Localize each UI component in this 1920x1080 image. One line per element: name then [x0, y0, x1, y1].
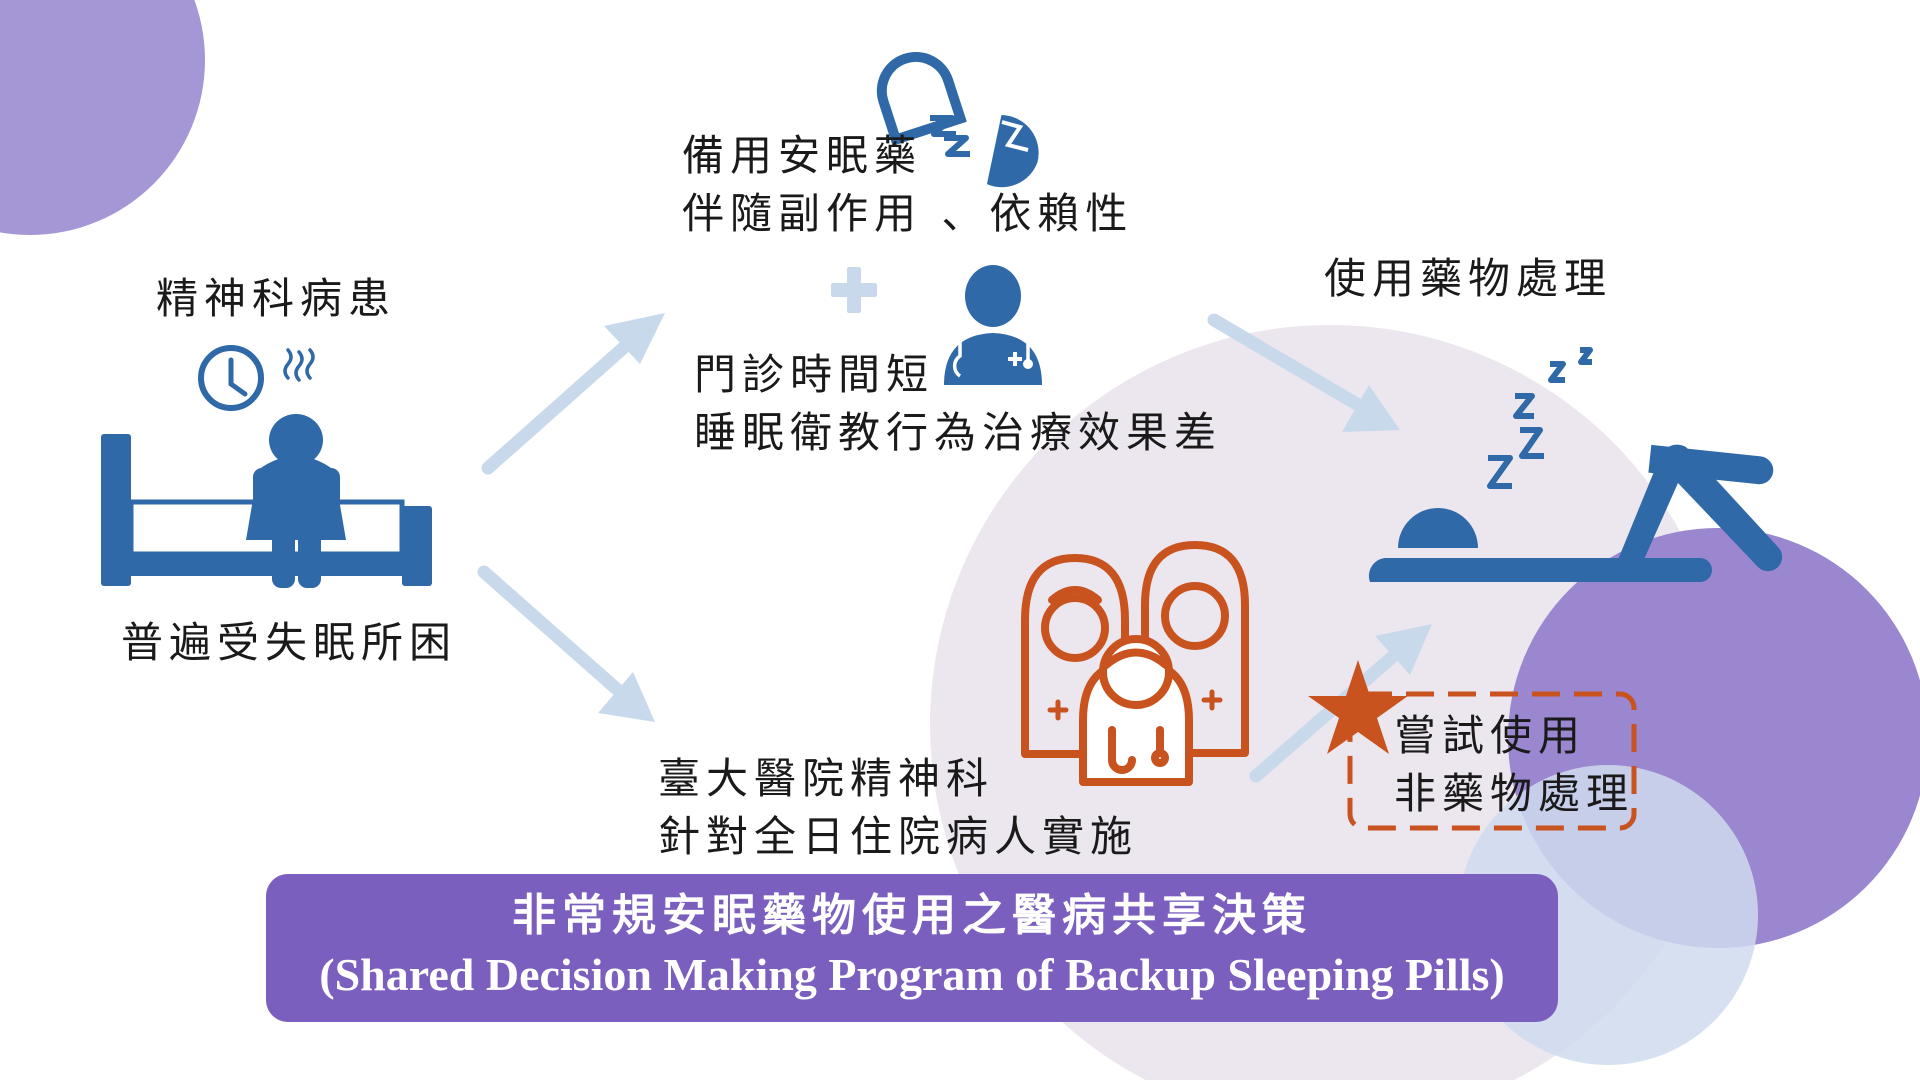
patient-subtitle: 普遍受失眠所困 [121, 618, 458, 667]
program-banner: 非常規安眠藥物使用之醫病共享決策 (Shared Decision Making… [266, 874, 1558, 1022]
top-branch-line3: 門診時間短 [694, 350, 935, 399]
top-branch-line2: 伴隨副作用 、依賴性 [682, 189, 1134, 238]
banner-title-en: (Shared Decision Making Program of Backu… [319, 949, 1505, 1000]
result-title: 使用藥物處理 [1324, 254, 1613, 303]
top-left-purple-circle [0, 0, 205, 235]
snore-zzz-icon [1487, 347, 1593, 489]
steam-icon [283, 348, 315, 382]
bottom-branch-line1: 臺大醫院精神科 [658, 754, 995, 803]
clock-icon [198, 345, 264, 411]
plus-icon [831, 267, 877, 313]
bottom-branch-line2: 針對全日住院病人實施 [658, 812, 1139, 861]
sleeping-person-icon [1368, 444, 1783, 582]
top-branch-line1: 備用安眠藥 [682, 131, 923, 180]
arrow-patient-to-bottom [477, 565, 627, 699]
arrow-bottom-to-result [1249, 645, 1405, 783]
sleeping-pill-icon [876, 51, 1039, 188]
patient-on-bed-icon [101, 414, 432, 588]
arrow-patient-to-top [481, 335, 637, 475]
star-icon [1308, 660, 1408, 754]
medical-team-icon [1021, 541, 1249, 786]
trial-box-line2: 非藥物處理 [1394, 769, 1635, 818]
banner-title-zh: 非常規安眠藥物使用之醫病共享決策 [512, 890, 1312, 941]
arrow-top-to-result [1207, 313, 1367, 413]
trial-box-line1: 嘗試使用 [1394, 711, 1587, 760]
top-branch-line4: 睡眠衛教行為治療效果差 [694, 408, 1223, 457]
trial-box-border [1347, 691, 1637, 831]
doctor-icon [944, 265, 1042, 385]
patient-title: 精神科病患 [156, 274, 397, 323]
